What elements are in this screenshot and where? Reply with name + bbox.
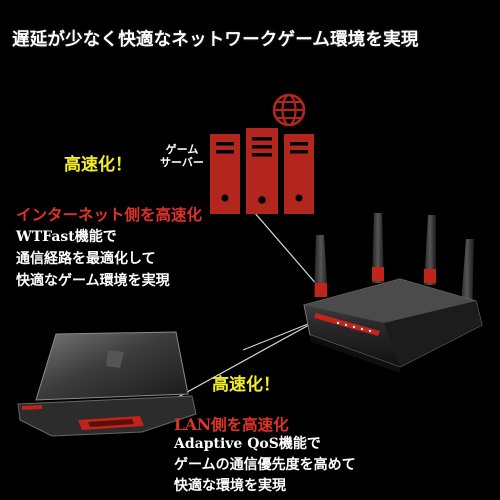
lan-section-title: LAN側を高速化 bbox=[174, 415, 289, 434]
lan-line-3: 快適な環境を実現 bbox=[174, 478, 286, 494]
laptop-icon bbox=[17, 331, 197, 437]
headline: 遅延が少なく快適なネットワークゲーム環境を実現 bbox=[12, 30, 419, 50]
internet-section-title: インターネット側を高速化 bbox=[16, 205, 203, 224]
internet-line-3: 快適なゲーム環境を実現 bbox=[16, 273, 170, 289]
game-server-label-line1: ゲーム bbox=[165, 143, 199, 156]
router-server-line bbox=[247, 204, 319, 287]
router-laptop-line-2 bbox=[242, 319, 319, 351]
game-server-label-line2: サーバー bbox=[160, 156, 204, 169]
router-icon bbox=[303, 213, 483, 373]
internet-section-body: WTFast機能で 通信経路を最適化して 快適なゲーム環境を実現 bbox=[16, 226, 170, 292]
lan-accel-label: 高速化！ bbox=[212, 375, 280, 395]
lan-line-1: Adaptive QoS機能で bbox=[174, 436, 321, 452]
lan-line-2: ゲームの通信優先度を高めて bbox=[174, 457, 356, 473]
game-server-label: ゲーム サーバー bbox=[154, 143, 210, 169]
lan-section-body: Adaptive QoS機能で ゲームの通信優先度を高めて 快適な環境を実現 bbox=[174, 434, 356, 497]
internet-line-1: WTFast機能で bbox=[16, 229, 117, 245]
server-icon bbox=[210, 128, 314, 214]
internet-line-2: 通信経路を最適化して bbox=[16, 251, 156, 267]
server-accel-label: 高速化！ bbox=[64, 155, 132, 175]
globe-icon bbox=[272, 93, 306, 127]
